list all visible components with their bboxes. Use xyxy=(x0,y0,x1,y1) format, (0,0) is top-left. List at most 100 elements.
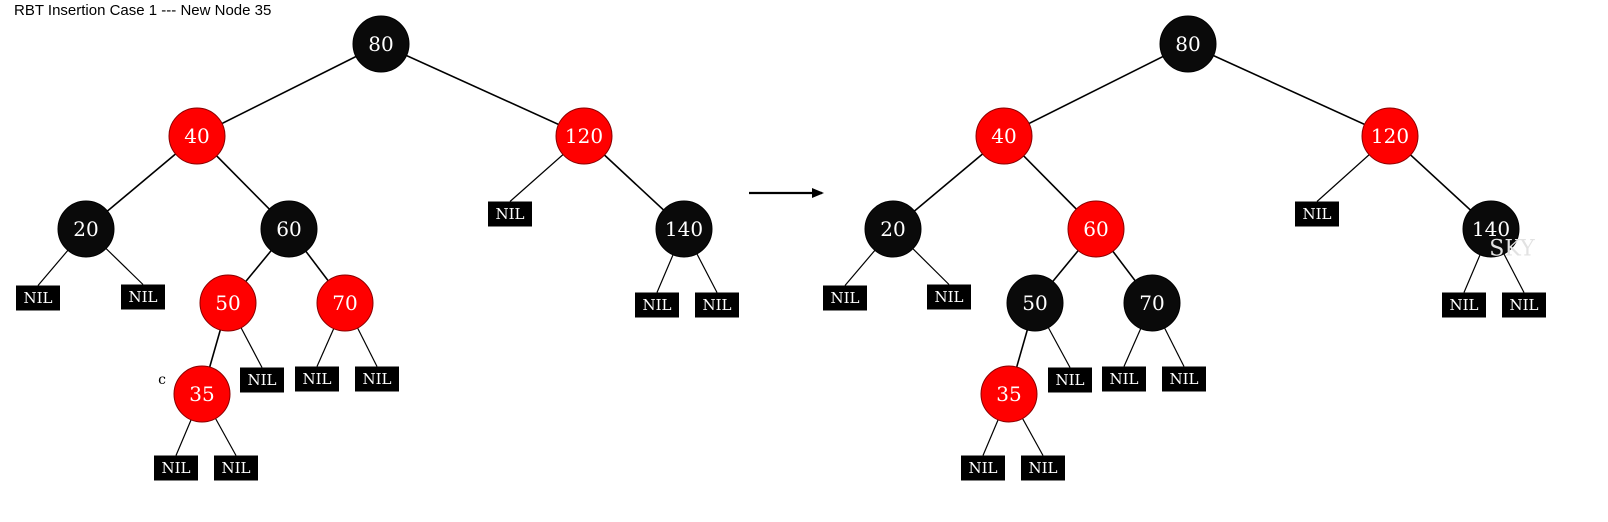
edges-layer xyxy=(37,43,1525,456)
nil-label: NIL xyxy=(1109,370,1138,388)
node-circle xyxy=(975,107,1033,165)
tree-node-120: 120 xyxy=(555,107,613,165)
nil-box xyxy=(823,285,867,311)
node-circle xyxy=(352,15,410,73)
node-circle xyxy=(1006,274,1064,332)
nil-leaf: NIL xyxy=(1502,292,1546,318)
node-circle xyxy=(1462,200,1520,258)
node-label: 35 xyxy=(189,382,214,406)
tree-node-50: 50 xyxy=(1006,274,1064,332)
nil-box xyxy=(1021,455,1065,481)
nil-leaf: NIL xyxy=(1162,366,1206,392)
tree-edge xyxy=(1187,43,1391,137)
nil-label: NIL xyxy=(934,288,963,306)
nil-label: NIL xyxy=(1169,370,1198,388)
nil-label: NIL xyxy=(247,371,276,389)
node-circle xyxy=(980,365,1038,423)
tree-edge xyxy=(1003,43,1189,137)
nil-leaf: NIL xyxy=(1102,366,1146,392)
nodes-layer: NIL NIL NIL NIL NIL NIL NIL NIL NIL NIL 80 40 120 20 6… xyxy=(16,15,1546,481)
current-node-marker: c xyxy=(158,372,166,388)
tree-node-60: 60 xyxy=(260,200,318,258)
nil-leaf: NIL xyxy=(927,284,971,310)
nil-label: NIL xyxy=(302,370,331,388)
node-circle xyxy=(168,107,226,165)
node-label: 140 xyxy=(1472,217,1510,241)
nil-leaf: NIL xyxy=(1442,292,1486,318)
nil-leaf: NIL xyxy=(214,455,258,481)
nil-label: NIL xyxy=(1509,296,1538,314)
nil-label: NIL xyxy=(221,459,250,477)
nil-leaf: NIL xyxy=(355,366,399,392)
nil-label: NIL xyxy=(362,370,391,388)
tree-node-70: 70 xyxy=(1123,274,1181,332)
nil-leaf: NIL xyxy=(1295,201,1339,227)
tree-node-120: 120 xyxy=(1361,107,1419,165)
nil-label: NIL xyxy=(161,459,190,477)
tree-edge xyxy=(380,43,585,137)
node-label: 140 xyxy=(665,217,703,241)
nil-box xyxy=(121,284,165,310)
node-label: 50 xyxy=(1022,291,1047,315)
node-circle xyxy=(655,200,713,258)
nil-box xyxy=(1048,367,1092,393)
node-circle xyxy=(57,200,115,258)
nil-box xyxy=(1502,292,1546,318)
extras-layer: c SKY xyxy=(158,188,1535,388)
tree-node-140: 140 xyxy=(1462,200,1520,258)
node-label: 120 xyxy=(565,124,603,148)
node-circle xyxy=(1123,274,1181,332)
tree-node-60: 60 xyxy=(1067,200,1125,258)
node-label: 60 xyxy=(276,217,301,241)
tree-node-20: 20 xyxy=(864,200,922,258)
node-label: 60 xyxy=(1083,217,1108,241)
tree-node-80: 80 xyxy=(1159,15,1217,73)
nil-leaf: NIL xyxy=(295,366,339,392)
nil-box xyxy=(961,455,1005,481)
nil-leaf: NIL xyxy=(121,284,165,310)
node-label: 50 xyxy=(215,291,240,315)
nil-box xyxy=(16,285,60,311)
nil-leaf: NIL xyxy=(1021,455,1065,481)
node-circle xyxy=(555,107,613,165)
nil-leaf: NIL xyxy=(240,367,284,393)
nil-box xyxy=(635,292,679,318)
nil-box xyxy=(1442,292,1486,318)
tree-node-80: 80 xyxy=(352,15,410,73)
nil-box xyxy=(927,284,971,310)
tree-node-35: 35 xyxy=(173,365,231,423)
nil-label: NIL xyxy=(1055,371,1084,389)
node-label: 20 xyxy=(73,217,98,241)
node-label: 120 xyxy=(1371,124,1409,148)
nil-label: NIL xyxy=(968,459,997,477)
node-label: 80 xyxy=(1175,32,1200,56)
nil-leaf: NIL xyxy=(635,292,679,318)
nil-leaf: NIL xyxy=(488,201,532,227)
node-label: 20 xyxy=(880,217,905,241)
node-circle xyxy=(260,200,318,258)
nil-box xyxy=(295,366,339,392)
nil-leaf: NIL xyxy=(16,285,60,311)
nil-label: NIL xyxy=(702,296,731,314)
nil-label: NIL xyxy=(1302,205,1331,223)
nil-box xyxy=(1102,366,1146,392)
nil-box xyxy=(695,292,739,318)
node-circle xyxy=(1361,107,1419,165)
tree-node-20: 20 xyxy=(57,200,115,258)
node-label: 70 xyxy=(1139,291,1164,315)
nil-leaf: NIL xyxy=(1048,367,1092,393)
nil-label: NIL xyxy=(23,289,52,307)
node-circle xyxy=(864,200,922,258)
nil-box xyxy=(488,201,532,227)
node-circle xyxy=(316,274,374,332)
tree-node-40: 40 xyxy=(168,107,226,165)
diagram-title: RBT Insertion Case 1 --- New Node 35 xyxy=(14,2,272,19)
node-circle xyxy=(173,365,231,423)
watermark: SKY xyxy=(1489,237,1535,262)
nil-label: NIL xyxy=(495,205,524,223)
tree-edge xyxy=(196,43,382,137)
node-label: 40 xyxy=(991,124,1016,148)
nil-leaf: NIL xyxy=(823,285,867,311)
nil-box xyxy=(214,455,258,481)
